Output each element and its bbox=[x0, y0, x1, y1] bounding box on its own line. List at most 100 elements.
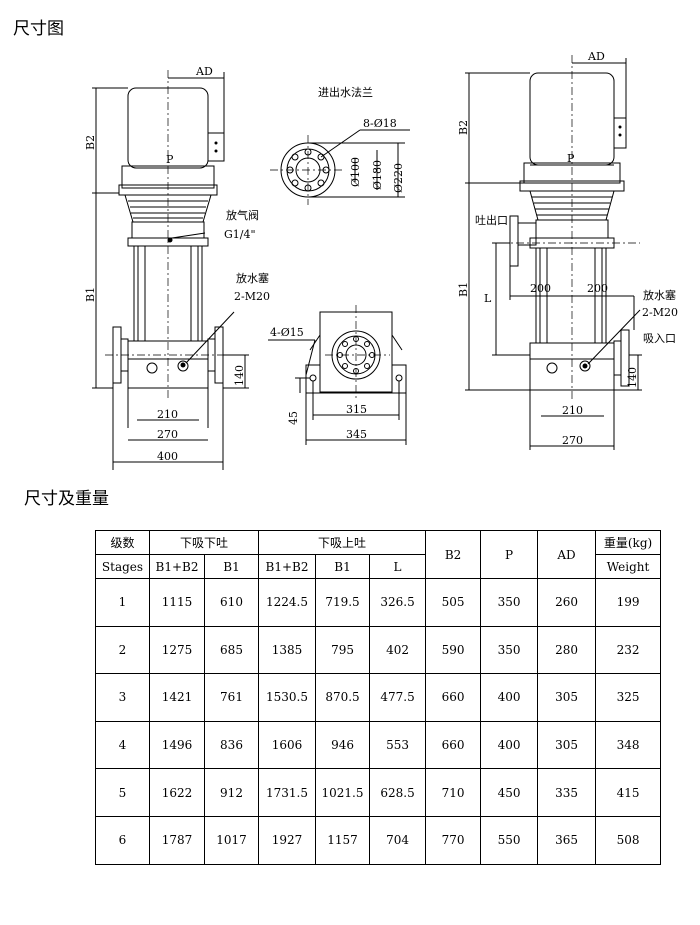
cell-top-b1b2: 1224.5 bbox=[258, 578, 317, 627]
cell-weight: 232 bbox=[595, 625, 662, 675]
cell-p: 400 bbox=[480, 720, 539, 770]
flange-phi220: Ø220 bbox=[392, 163, 405, 193]
header-group-bottom: 下吸下吐 bbox=[148, 530, 260, 555]
right-dim-l: L bbox=[484, 292, 492, 305]
header-weight-cn: 重量(kg) bbox=[595, 530, 662, 555]
right-dim-b2: B2 bbox=[457, 120, 470, 135]
flange-title: 进出水法兰 bbox=[318, 85, 373, 99]
cell-stages: 2 bbox=[95, 625, 150, 675]
cell-top-b1b2: 1530.5 bbox=[258, 673, 317, 722]
left-dim-210: 210 bbox=[157, 408, 178, 421]
cell-bottom-b1: 912 bbox=[203, 768, 260, 817]
cell-p: 450 bbox=[480, 768, 539, 817]
cell-bottom-b1: 761 bbox=[203, 673, 260, 722]
cell-top-b1: 946 bbox=[315, 720, 371, 770]
cell-weight: 348 bbox=[595, 720, 662, 770]
cell-top-l: 553 bbox=[369, 720, 427, 770]
right-dim-270: 270 bbox=[562, 434, 583, 447]
cell-bottom-b1: 685 bbox=[203, 625, 260, 675]
flange-phi180: Ø180 bbox=[371, 160, 384, 190]
cell-stages: 4 bbox=[95, 720, 150, 770]
cell-ad: 365 bbox=[537, 815, 597, 865]
table-header-row: 级数 下吸下吐 下吸上吐 B2 P AD 重量(kg) bbox=[95, 530, 662, 579]
header-p: P bbox=[480, 530, 539, 579]
cell-b2: 770 bbox=[425, 815, 482, 865]
cell-weight: 508 bbox=[595, 815, 662, 865]
flange-phi100: Ø100 bbox=[349, 157, 362, 187]
cell-top-l: 704 bbox=[369, 815, 427, 865]
inlet-label: 吸入口 bbox=[643, 332, 676, 345]
header-weight-en: Weight bbox=[595, 554, 662, 579]
base-dim-315: 315 bbox=[346, 403, 367, 416]
header-bottom-b1: B1 bbox=[203, 554, 260, 579]
flange-view: 进出水法兰 8-Ø18 Ø100 Ø180 Ø220 bbox=[270, 85, 410, 205]
cell-b2: 710 bbox=[425, 768, 482, 817]
base-dim-45: 45 bbox=[287, 411, 300, 425]
cell-p: 350 bbox=[480, 578, 539, 627]
cell-top-l: 326.5 bbox=[369, 578, 427, 627]
cell-stages: 6 bbox=[95, 815, 150, 865]
cell-bottom-b1: 610 bbox=[203, 578, 260, 627]
cell-top-b1: 1157 bbox=[315, 815, 371, 865]
cell-b2: 505 bbox=[425, 578, 482, 627]
right-dim-b1: B1 bbox=[457, 282, 470, 297]
cell-p: 350 bbox=[480, 625, 539, 675]
left-dim-140: 140 bbox=[233, 365, 246, 386]
base-top-view: 4-Ø15 45 315 345 bbox=[268, 305, 407, 445]
cell-bottom-b1b2: 1496 bbox=[149, 720, 205, 770]
cell-ad: 260 bbox=[537, 578, 597, 627]
right-dim-ad: AD bbox=[587, 50, 605, 63]
right-dim-200-right: 200 bbox=[587, 282, 608, 295]
cell-bottom-b1b2: 1622 bbox=[149, 768, 205, 817]
right-dim-p: P bbox=[567, 152, 575, 165]
header-top-b1b2: B1+B2 bbox=[258, 554, 317, 579]
header-bottom-b1b2: B1+B2 bbox=[149, 554, 205, 579]
cell-weight: 199 bbox=[595, 578, 662, 627]
cell-ad: 335 bbox=[537, 768, 597, 817]
cell-top-b1: 795 bbox=[315, 625, 371, 675]
left-dim-400: 400 bbox=[157, 450, 178, 463]
cell-bottom-b1b2: 1787 bbox=[149, 815, 205, 865]
cell-stages: 1 bbox=[95, 578, 150, 627]
cell-stages: 3 bbox=[95, 673, 150, 722]
vent-valve-size: G1/4" bbox=[224, 228, 256, 241]
cell-weight: 415 bbox=[595, 768, 662, 817]
cell-stages: 5 bbox=[95, 768, 150, 817]
right-dim-200-left: 200 bbox=[530, 282, 551, 295]
right-dim-140: 140 bbox=[626, 367, 639, 388]
cell-bottom-b1b2: 1275 bbox=[149, 625, 205, 675]
cell-bottom-b1b2: 1421 bbox=[149, 673, 205, 722]
header-stages-cn: 级数 bbox=[95, 530, 150, 555]
header-group-top: 下吸上吐 bbox=[258, 530, 427, 555]
cell-bottom-b1: 836 bbox=[203, 720, 260, 770]
left-dim-b1: B1 bbox=[84, 287, 97, 302]
cell-top-l: 628.5 bbox=[369, 768, 427, 817]
header-top-b1: B1 bbox=[315, 554, 371, 579]
cell-top-l: 402 bbox=[369, 625, 427, 675]
left-dim-p: P bbox=[166, 153, 174, 166]
header-stages-en: Stages bbox=[95, 554, 150, 579]
cell-top-b1b2: 1731.5 bbox=[258, 768, 317, 817]
outlet-label: 吐出口 bbox=[475, 213, 508, 227]
cell-b2: 590 bbox=[425, 625, 482, 675]
cell-top-b1b2: 1606 bbox=[258, 720, 317, 770]
cell-top-b1b2: 1927 bbox=[258, 815, 317, 865]
header-b2: B2 bbox=[425, 530, 482, 579]
cell-top-b1b2: 1385 bbox=[258, 625, 317, 675]
table-subheader-row: Stages B1+B2 B1 B1+B2 B1 L Weight bbox=[95, 554, 662, 579]
cell-p: 400 bbox=[480, 673, 539, 722]
drain-plug-label-right: 放水塞 bbox=[643, 288, 676, 302]
cell-bottom-b1b2: 1115 bbox=[149, 578, 205, 627]
drain-plug-label-left: 放水塞 bbox=[236, 271, 269, 285]
cell-b2: 660 bbox=[425, 673, 482, 722]
left-dim-b2: B2 bbox=[84, 135, 97, 150]
left-dim-270: 270 bbox=[157, 428, 178, 441]
cell-top-b1: 1021.5 bbox=[315, 768, 371, 817]
cell-top-b1: 719.5 bbox=[315, 578, 371, 627]
